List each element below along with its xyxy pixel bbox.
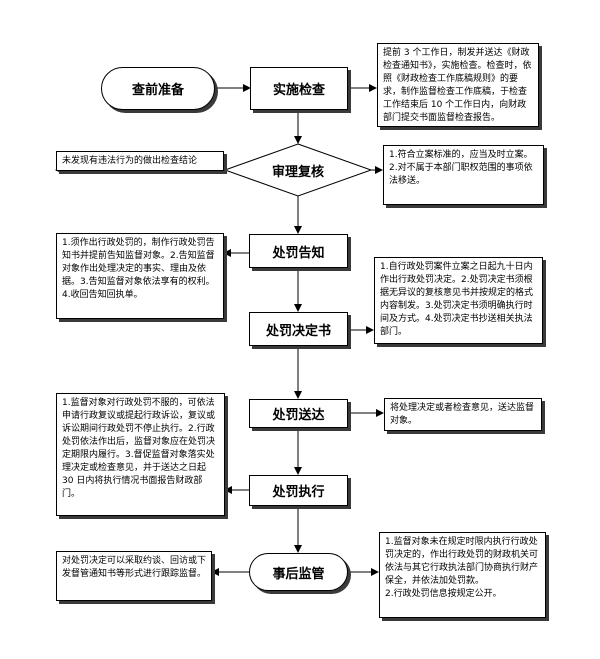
note-post-right: 1.监督对象未在规定时限内执行行政处罚决定的，作出行政处罚的财政机关可依法与其它… — [379, 532, 546, 618]
note-review: 1.符合立案标准的，应当及时立案。 2.对不属于本部门职权范围的事项依法移送。 — [383, 145, 544, 205]
step-execute: 处罚执行 — [249, 475, 348, 506]
step-decision: 处罚决定书 — [249, 312, 348, 346]
step-prep-label: 查前准备 — [131, 83, 184, 98]
step-post: 事后监管 — [249, 553, 348, 591]
step-implement-label: 实施检查 — [272, 83, 325, 98]
step-execute-label: 处罚执行 — [272, 485, 325, 500]
note-execute: 1.监督对象对行政处罚不服的，可依法申请行政复议或提起行政诉讼，复议或诉讼期间行… — [56, 393, 225, 516]
step-deliver-label: 处罚送达 — [272, 408, 325, 423]
note-notice: 1.须作出行政处罚的，制作行政处罚告知书并提前告知监督对象。2.告知监督对象作出… — [56, 233, 224, 319]
step-decision-label: 处罚决定书 — [265, 323, 331, 339]
note-no-violation: 未发现有违法行为的做出检查结论 — [56, 151, 224, 171]
step-notice: 处罚告知 — [249, 234, 348, 268]
step-implement: 实施检查 — [250, 67, 348, 110]
note-deliver: 将处理决定或者检查意见，送达监督对象。 — [384, 398, 542, 431]
step-prep: 查前准备 — [101, 67, 215, 110]
step-post-label: 事后监管 — [272, 566, 325, 582]
step-deliver: 处罚送达 — [249, 399, 348, 428]
note-implement: 提前 3 个工作日，制发并送达《财政检查通知书》，实施检查。检查时，依照《财政检… — [377, 43, 539, 127]
step-notice-label: 处罚告知 — [272, 245, 325, 261]
note-decision: 1.自行政处罚案件立案之日起九十日内作出行政处罚决定。2.处罚决定书须根据无异议… — [374, 257, 543, 344]
note-post-left: 对处罚决定可以采取约谈、回访或下发督管通知书等形式进行跟踪监督。 — [56, 551, 212, 601]
step-review-label: 审理复核 — [271, 164, 324, 180]
